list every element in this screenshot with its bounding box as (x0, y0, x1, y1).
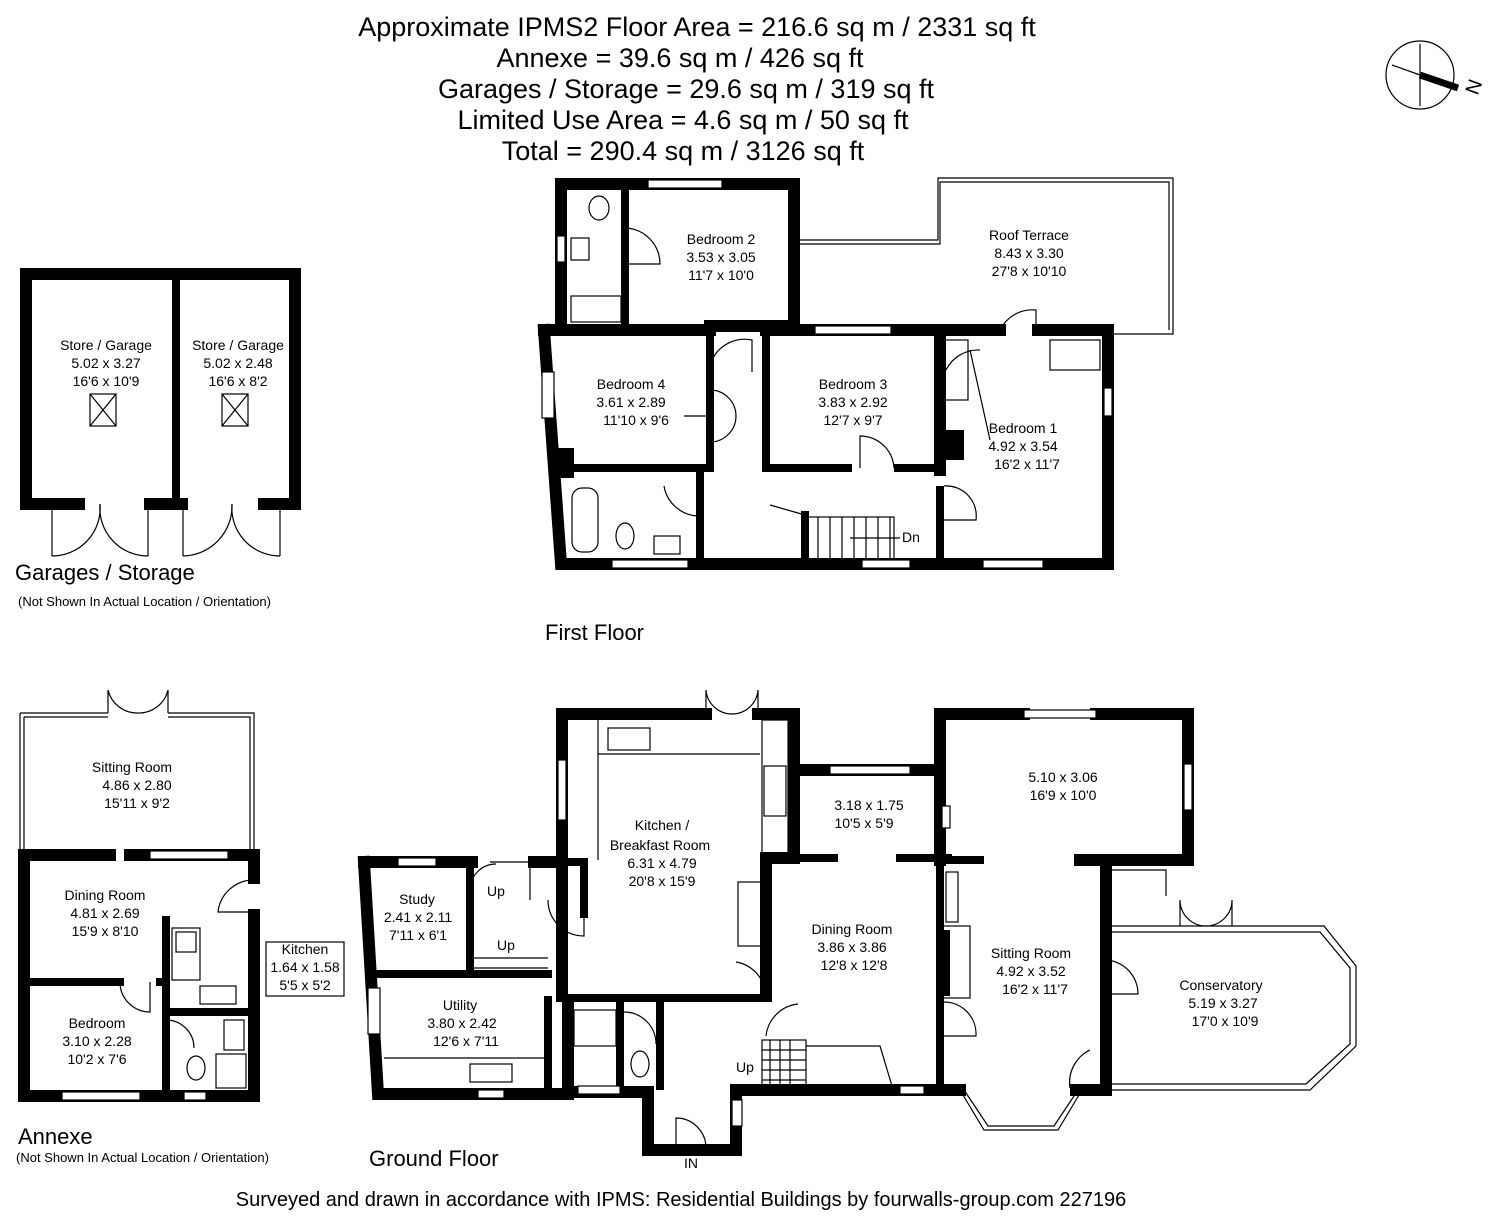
bedroom-2-name: Bedroom 2 (687, 231, 756, 247)
annexe-bedroom-metric: 3.10 x 2.28 (62, 1033, 131, 1049)
annexe-dining-room-imperial: 15'9 x 8'10 (72, 923, 139, 939)
annexe-kitchen-metric: 1.64 x 1.58 (270, 959, 339, 975)
annexe-sitting-room-metric: 4.86 x 2.80 (102, 777, 171, 793)
dining-room-metric: 3.86 x 3.86 (817, 939, 886, 955)
dining-room-imperial: 12'8 x 12'8 (821, 957, 888, 973)
annexe-sitting-room-imperial: 15'11 x 9'2 (104, 795, 170, 811)
store-garage-1-metric: 5.02 x 3.27 (71, 355, 140, 371)
area-line-floor: Approximate IPMS2 Floor Area = 216.6 sq … (358, 12, 1036, 42)
ground-floor-plan: Study 2.41 x 2.11 7'11 x 6'1 Utility 3.8… (357, 689, 1357, 1171)
room-510-metric: 5.10 x 3.06 (1028, 769, 1097, 785)
room-318-metric: 3.18 x 1.75 (834, 797, 903, 813)
area-summary: Approximate IPMS2 Floor Area = 216.6 sq … (358, 12, 1036, 166)
annexe-kitchen-imperial: 5'5 x 5'2 (279, 977, 330, 993)
annexe-section-note: (Not Shown In Actual Location / Orientat… (16, 1150, 269, 1165)
annexe-section-label: Annexe (18, 1124, 93, 1149)
roof-terrace-metric: 8.43 x 3.30 (994, 245, 1063, 261)
utility-name: Utility (443, 997, 477, 1013)
first-floor-plan: Bedroom 2 3.53 x 3.05 11'7 x 10'0 Roof T… (537, 177, 1174, 570)
first-floor-label: First Floor (545, 620, 644, 645)
annexe-dining-room-name: Dining Room (65, 887, 146, 903)
study-imperial: 7'11 x 6'1 (389, 927, 447, 943)
area-line-total: Total = 290.4 sq m / 3126 sq ft (502, 136, 865, 166)
stairs-down-label: Dn (902, 529, 920, 545)
annexe-bedroom-name: Bedroom (69, 1015, 126, 1031)
bedroom-1-name: Bedroom 1 (989, 420, 1058, 436)
compass-north-label: N (1462, 77, 1488, 98)
annexe-dining-room-metric: 4.81 x 2.69 (70, 905, 139, 921)
bedroom-4-metric: 3.61 x 2.89 (596, 394, 665, 410)
conservatory-metric: 5.19 x 3.27 (1188, 995, 1257, 1011)
store-garage-2-imperial: 16'6 x 8'2 (208, 373, 267, 389)
survey-footer: Surveyed and drawn in accordance with IP… (236, 1189, 1126, 1211)
bedroom-1-imperial: 16'2 x 11'7 (994, 456, 1060, 472)
bedroom-3-imperial: 12'7 x 9'7 (823, 412, 882, 428)
kitchen-breakfast-name-1: Kitchen / (635, 817, 690, 833)
annexe-kitchen-name: Kitchen (282, 941, 329, 957)
conservatory-imperial: 17'0 x 10'9 (1192, 1013, 1259, 1029)
bedroom-3-name: Bedroom 3 (819, 376, 888, 392)
store-garage-1-imperial: 16'6 x 10'9 (73, 373, 140, 389)
room-318-imperial: 10'5 x 5'9 (834, 815, 893, 831)
ground-floor-label: Ground Floor (369, 1146, 499, 1171)
north-compass-icon: N (1385, 40, 1488, 110)
dining-room-name: Dining Room (812, 921, 893, 937)
sitting-room-metric: 4.92 x 3.52 (996, 963, 1065, 979)
annexe-bedroom-imperial: 10'2 x 7'6 (67, 1051, 126, 1067)
study-name: Study (399, 891, 435, 907)
bedroom-4-imperial: 11'10 x 9'6 (603, 412, 669, 428)
area-line-limited: Limited Use Area = 4.6 sq m / 50 sq ft (458, 105, 909, 135)
study-metric: 2.41 x 2.11 (384, 909, 452, 925)
garages-plan: Store / Garage 5.02 x 3.27 16'6 x 10'9 S… (20, 268, 301, 557)
area-line-garages: Garages / Storage = 29.6 sq m / 319 sq f… (438, 74, 935, 104)
annexe-plan: Sitting Room 4.86 x 2.80 15'11 x 9'2 Din… (18, 689, 345, 1102)
roof-terrace-name: Roof Terrace (989, 227, 1069, 243)
store-garage-2-metric: 5.02 x 2.48 (203, 355, 272, 371)
stairs-up-label-utility: Up (497, 937, 515, 953)
bedroom-2-imperial: 11'7 x 10'0 (688, 267, 754, 283)
sitting-room-name: Sitting Room (991, 945, 1071, 961)
bedroom-2-metric: 3.53 x 3.05 (686, 249, 755, 265)
kitchen-breakfast-imperial: 20'8 x 15'9 (629, 873, 696, 889)
bedroom-3-metric: 3.83 x 2.92 (818, 394, 887, 410)
conservatory-name: Conservatory (1179, 977, 1262, 993)
store-garage-1-name: Store / Garage (60, 337, 152, 353)
roof-terrace-imperial: 27'8 x 10'10 (992, 263, 1067, 279)
garages-section-label: Garages / Storage (15, 560, 195, 585)
stairs-up-label-study: Up (487, 883, 505, 899)
kitchen-breakfast-name-2: Breakfast Room (610, 837, 710, 853)
entrance-label: IN (684, 1155, 698, 1171)
bedroom-4-name: Bedroom 4 (597, 376, 666, 392)
room-510-imperial: 16'9 x 10'0 (1030, 787, 1097, 803)
utility-imperial: 12'6 x 7'11 (433, 1033, 499, 1049)
utility-metric: 3.80 x 2.42 (427, 1015, 496, 1031)
sitting-room-imperial: 16'2 x 11'7 (1002, 981, 1068, 997)
bedroom-1-metric: 4.92 x 3.54 (988, 438, 1057, 454)
store-garage-2-name: Store / Garage (192, 337, 284, 353)
area-line-annexe: Annexe = 39.6 sq m / 426 sq ft (497, 43, 864, 73)
garages-section-note: (Not Shown In Actual Location / Orientat… (18, 594, 271, 609)
kitchen-breakfast-metric: 6.31 x 4.79 (627, 855, 696, 871)
annexe-sitting-room-name: Sitting Room (92, 759, 172, 775)
stairs-up-label-hall: Up (736, 1059, 754, 1075)
